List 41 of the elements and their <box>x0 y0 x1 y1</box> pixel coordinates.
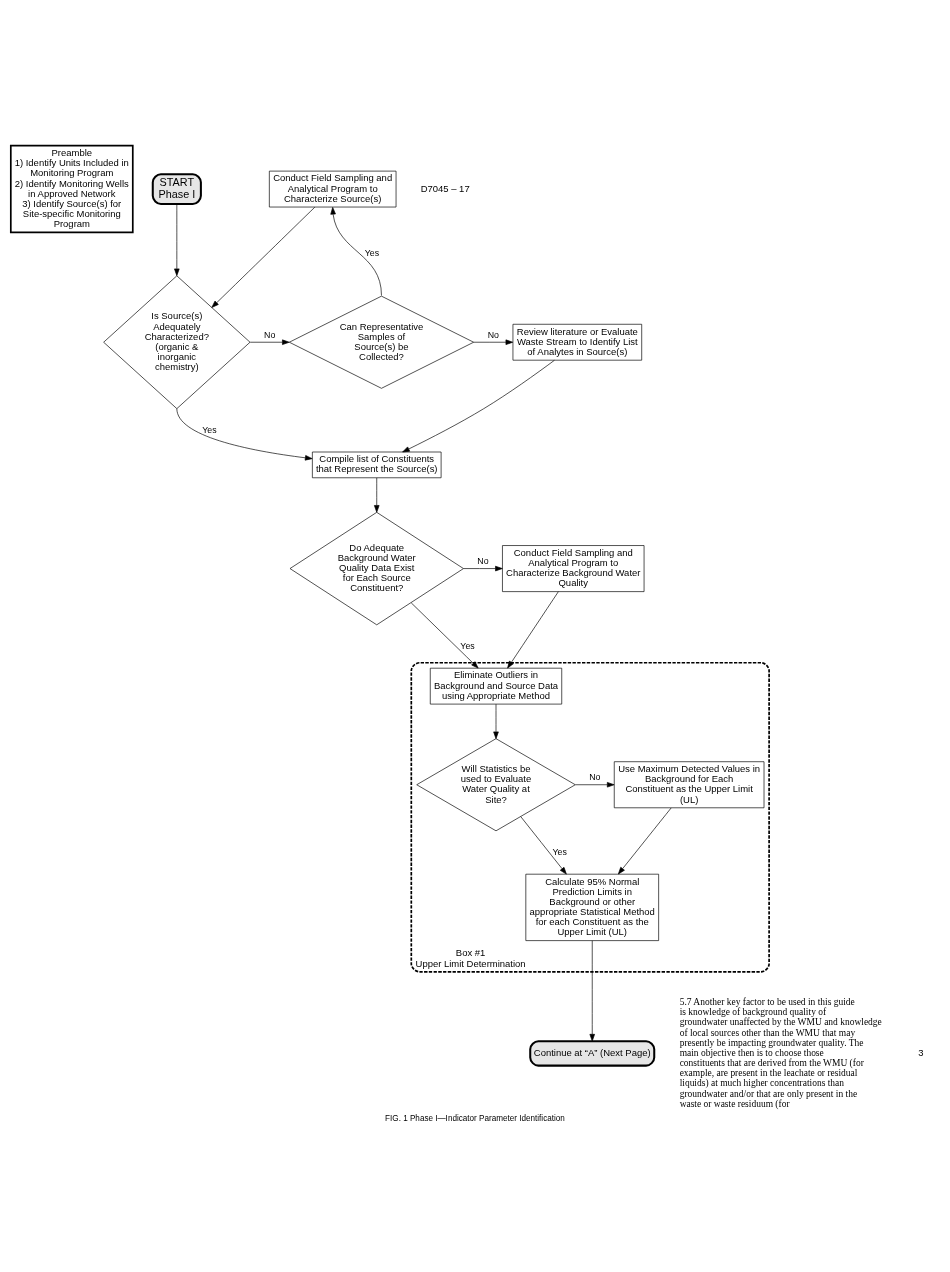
label: 3 <box>918 1046 924 1058</box>
node-box: Continue at “A” (Next Page) <box>529 1040 656 1067</box>
node-box: Use Maximum Detected Values in Background for Each Constituent as the Upper Limit (UL) <box>613 761 765 809</box>
edge-label: No <box>589 772 601 783</box>
edge-label: Yes <box>202 424 217 435</box>
arrow <box>330 207 382 296</box>
arrow <box>589 940 595 1042</box>
node-box: Eliminate Outliers in Background and Source Data using Appropriate Method <box>429 667 563 705</box>
edge-label: No <box>487 329 499 340</box>
arrow <box>211 206 316 308</box>
node-box: Conduct Field Sampling and Analytical Program to Characterize Source(s) <box>269 170 397 208</box>
node-box: Preamble 1) Identify Units Included in Monitoring Program 2) Identify Monitoring Wells in Approved Network 3) Identify Source(s) for Site-specific Monitoring Program <box>9 144 134 234</box>
arrow <box>493 703 499 739</box>
node-box: Compile list of Constituents that Represent the Source(s) <box>312 451 442 479</box>
edge-label: Yes <box>460 640 475 651</box>
edge-label: Yes <box>552 846 567 857</box>
node-box: Review literature or Evaluate Waste Stream to Identify List of Analytes in Source(s) <box>512 323 643 361</box>
node-diamond: Is Source(s) Adequately Characterized? (organic & inorganic chemistry) <box>103 275 251 409</box>
arrow <box>174 203 180 276</box>
arrow <box>249 339 290 345</box>
arrow <box>618 807 672 875</box>
node-diamond: Do Adequate Background Water Quality Data Exist for Each Source Constituent? <box>289 512 464 626</box>
node-diamond: Will Statistics be used to Evaluate Water Quality at Site? <box>416 738 576 832</box>
edge-label: No <box>477 556 489 567</box>
label: 5.7 Another key factor to be used in this guide is knowledge of background quality of groundwater unaffected by the WMU and knowledge of local sources other than the WMU that may presently be impacting groundwater quality. The main objective then is to choose those constituents that are derived from the WMU (for example, are present in the leachate or residual liquids) at much higher concentrations than groundwater and/or that are only present in the waste or waste residuum (for <box>679 997 882 1109</box>
node-box: Calculate 95% Normal Prediction Limits in Background or other appropriate Statistical Method for each Constituent as the Upper Limit (UL) <box>525 873 659 941</box>
edge-label: Yes <box>364 248 380 259</box>
arrow <box>473 339 514 345</box>
arrow <box>463 565 503 572</box>
arrow <box>575 782 615 788</box>
label: D7045 – 17 <box>420 182 470 194</box>
node-box: START Phase I <box>151 173 202 205</box>
edge-label: No <box>264 329 276 340</box>
arrow <box>374 477 380 513</box>
arrow <box>402 359 555 453</box>
arrow <box>176 408 313 461</box>
arrow <box>520 816 567 875</box>
arrow <box>507 591 559 669</box>
node-diamond: Can Representative Samples of Source(s) be Collected? <box>289 295 474 389</box>
arrow <box>410 602 479 669</box>
node-box: Conduct Field Sampling and Analytical Program to Characterize Background Water Quality <box>502 545 645 592</box>
